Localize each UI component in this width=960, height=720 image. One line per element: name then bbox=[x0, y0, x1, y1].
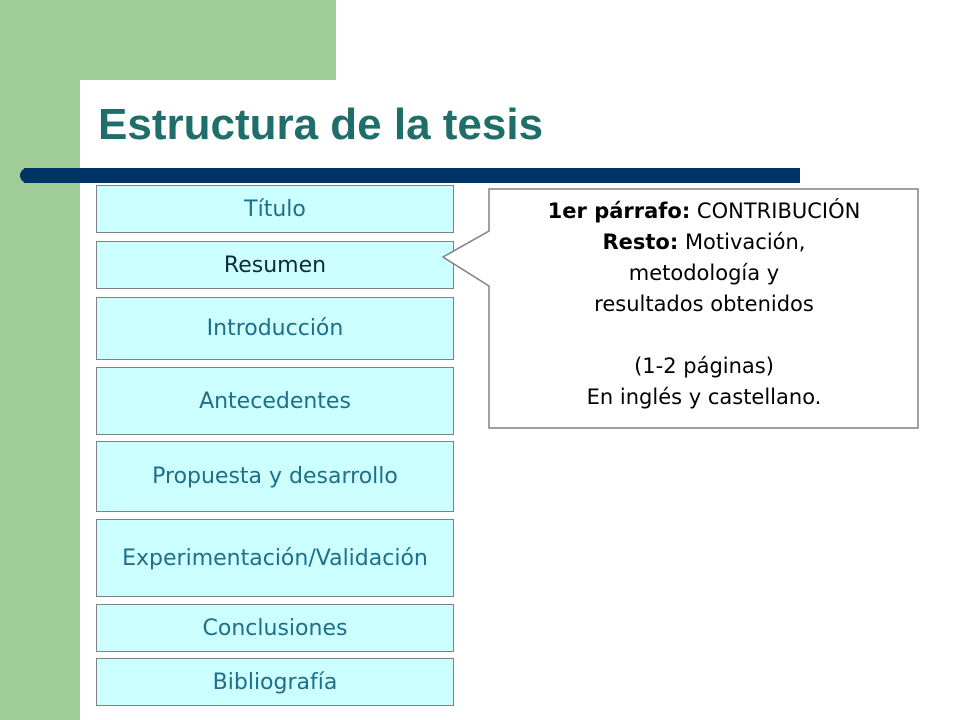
section-propuesta: Propuesta y desarrollo bbox=[96, 441, 454, 512]
section-experimentacion: Experimentación/Validación bbox=[96, 519, 454, 597]
section-conclusiones: Conclusiones bbox=[96, 604, 454, 652]
section-introduccion: Introducción bbox=[96, 297, 454, 360]
callout-spacer bbox=[490, 320, 918, 351]
callout-line-5: (1-2 páginas) bbox=[634, 354, 774, 378]
section-titulo: Título bbox=[96, 185, 454, 233]
callout-line-4: resultados obtenidos bbox=[594, 292, 814, 316]
callout-line-2: Resto: Motivación, bbox=[602, 230, 806, 254]
callout-bubble bbox=[441, 188, 919, 429]
title-underline-rule bbox=[20, 168, 800, 183]
section-antecedentes: Antecedentes bbox=[96, 367, 454, 435]
callout-line-6: En inglés y castellano. bbox=[586, 385, 822, 409]
rounded-white-corner bbox=[80, 80, 336, 180]
callout-text: 1er párrafo: CONTRIBUCIÓN Resto: Motivac… bbox=[490, 196, 918, 413]
slide-title: Estructura de la tesis bbox=[98, 100, 544, 149]
top-green-block bbox=[0, 0, 336, 80]
section-bibliografia: Bibliografía bbox=[96, 658, 454, 706]
callout-line-1: 1er párrafo: CONTRIBUCIÓN bbox=[547, 199, 861, 223]
left-green-band bbox=[0, 0, 80, 720]
section-resumen: Resumen bbox=[96, 241, 454, 289]
callout-line-3: metodología y bbox=[628, 261, 780, 285]
